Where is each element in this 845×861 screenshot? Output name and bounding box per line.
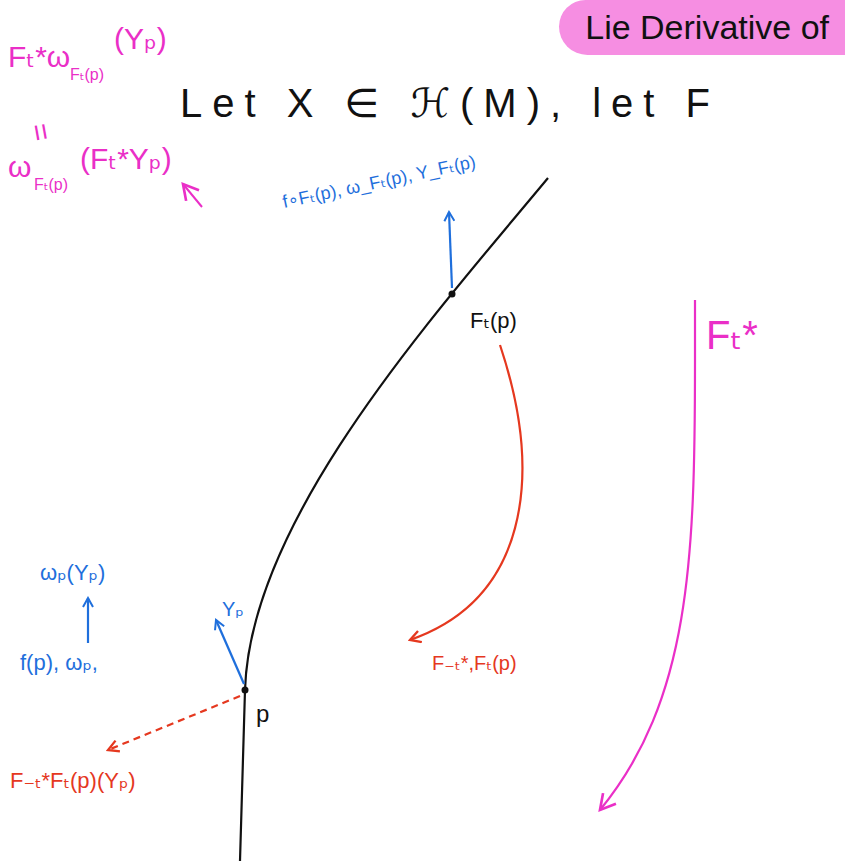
tangent-vector xyxy=(449,212,452,288)
subscript: Fₜ(p) xyxy=(34,176,68,194)
point-ft-p xyxy=(449,291,456,298)
vector-label: Yₚ xyxy=(222,598,244,621)
pushforward-arrow xyxy=(410,345,522,640)
statement-text: Let X ∈ ℋ(M), let F xyxy=(180,80,720,126)
pullback-arrow xyxy=(600,300,695,810)
integral-curve xyxy=(240,178,548,861)
formula-part: ω xyxy=(8,150,31,185)
formula-part: Fₜ*ω xyxy=(8,40,70,75)
evaluation-text: ωₚ(Yₚ) xyxy=(40,560,105,585)
formula-part: (Yₚ) xyxy=(114,22,167,57)
evaluation-arrow xyxy=(87,598,89,643)
equals-sign: = xyxy=(22,121,59,144)
map-label: Fₜ* xyxy=(706,312,758,358)
point-label: p xyxy=(256,700,269,728)
heading-text: Lie Derivative of xyxy=(585,8,829,47)
vector-label: F₋ₜ*Fₜ(p)(Yₚ) xyxy=(10,768,136,793)
objects-at-point: f(p), ωₚ, xyxy=(20,650,98,675)
reference-arrow xyxy=(183,184,202,207)
point-label: Fₜ(p) xyxy=(470,308,517,333)
objects-at-point: f∘Fₜ(p), ω_Fₜ(p), Y_Fₜ(p) xyxy=(281,152,478,213)
highlight-band: Lie Derivative of xyxy=(559,0,845,55)
point-p xyxy=(242,687,249,694)
pushed-vector xyxy=(108,696,240,750)
formula-part: (Fₜ*Yₚ) xyxy=(80,142,172,177)
subscript: Fₜ(p) xyxy=(70,66,104,84)
map-label: F₋ₜ*,Fₜ(p) xyxy=(432,652,517,675)
tangent-vector xyxy=(216,620,244,684)
